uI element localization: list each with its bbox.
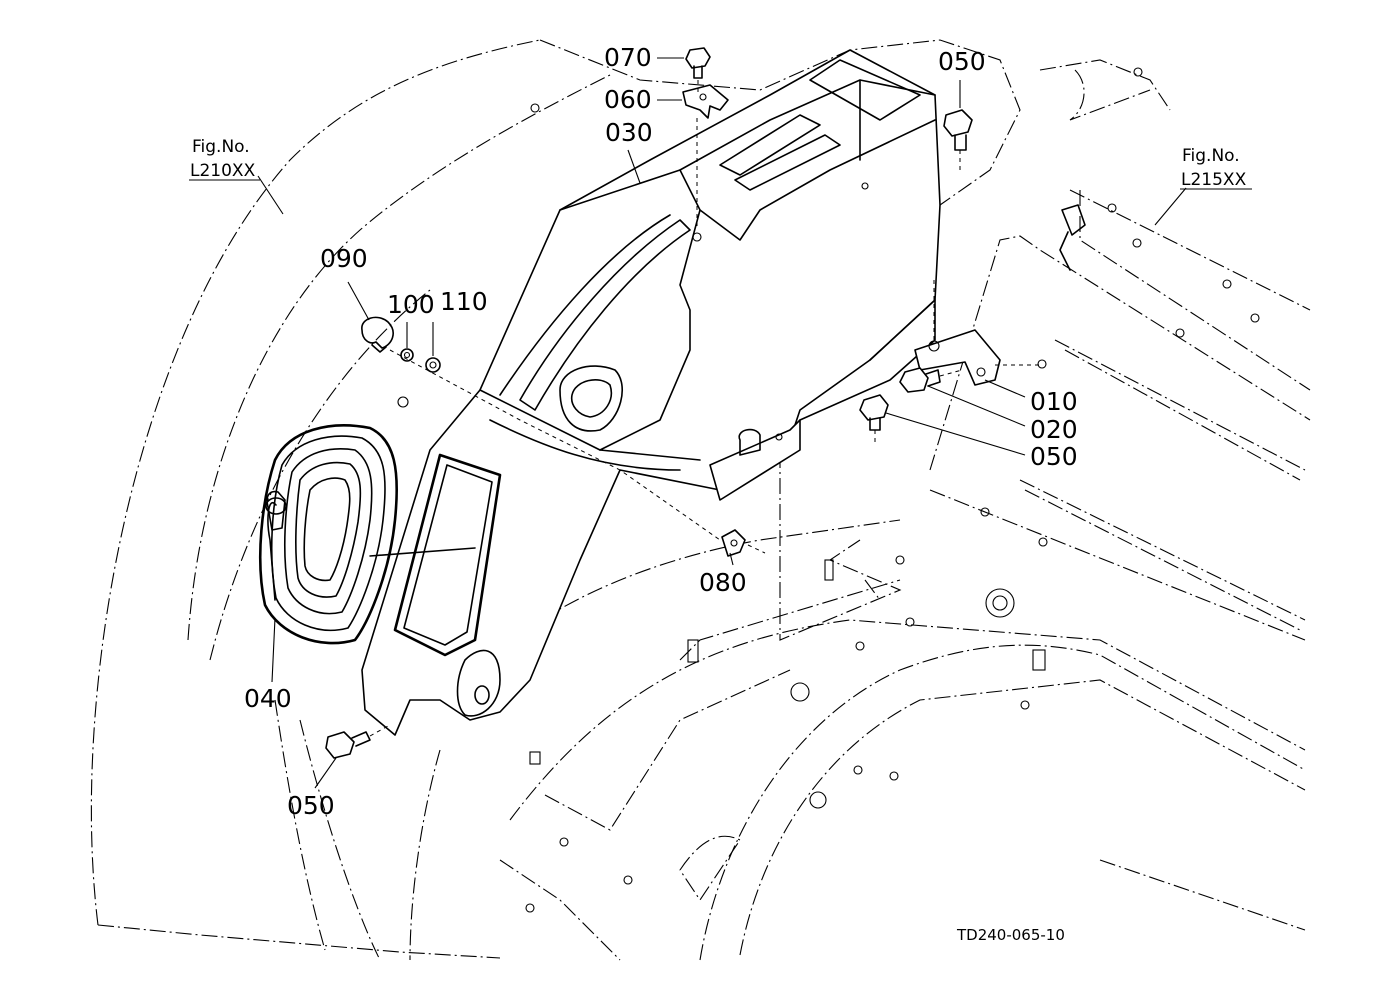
part-label-080: 080 xyxy=(699,568,747,597)
part-label-090: 090 xyxy=(320,244,368,273)
part-label-040: 040 xyxy=(244,684,292,713)
part-label-100: 100 xyxy=(387,290,435,319)
bracket-060 xyxy=(682,84,729,230)
bolt-020 xyxy=(899,367,963,393)
console-mount-rail xyxy=(709,419,801,501)
part-label-010: 010 xyxy=(1030,387,1078,416)
bracket-010 xyxy=(914,280,1040,386)
fig-ref-title: Fig.No. xyxy=(1182,146,1240,166)
harness-clip xyxy=(1059,204,1086,271)
part-label-030: 030 xyxy=(605,118,653,147)
floor-holes xyxy=(397,67,1260,913)
side-console-panel xyxy=(361,49,941,736)
figure-reference-left: Fig.No. L210XX xyxy=(189,137,260,181)
leader-lines xyxy=(257,57,1187,789)
part-labels: 010 020 030 040 050 050 050 060 070 080 … xyxy=(244,43,1078,820)
clip-nut-080 xyxy=(721,529,766,557)
part-label-110: 110 xyxy=(440,287,488,316)
part-label-050-bottom: 050 xyxy=(287,791,335,820)
figure-code: TD240-065-10 xyxy=(956,926,1065,944)
rubber-boot-040 xyxy=(258,424,476,645)
part-label-060: 060 xyxy=(604,85,652,114)
bolt-050-top xyxy=(943,109,973,170)
fig-ref-code: L210XX xyxy=(190,161,256,181)
bolt-050-mid xyxy=(859,394,889,445)
floor-plate-outline xyxy=(499,189,1311,961)
fig-ref-code: L215XX xyxy=(1181,170,1247,190)
part-label-020: 020 xyxy=(1030,415,1078,444)
fig-ref-title: Fig.No. xyxy=(192,137,250,157)
part-label-050-mid: 050 xyxy=(1030,442,1078,471)
part-label-050-top: 050 xyxy=(938,47,986,76)
part-label-070: 070 xyxy=(604,43,652,72)
bolt-070 xyxy=(685,47,711,92)
knob-and-washers xyxy=(361,316,721,541)
figure-reference-right: Fig.No. L215XX xyxy=(1180,146,1252,190)
bolt-050-bottom xyxy=(325,725,389,759)
